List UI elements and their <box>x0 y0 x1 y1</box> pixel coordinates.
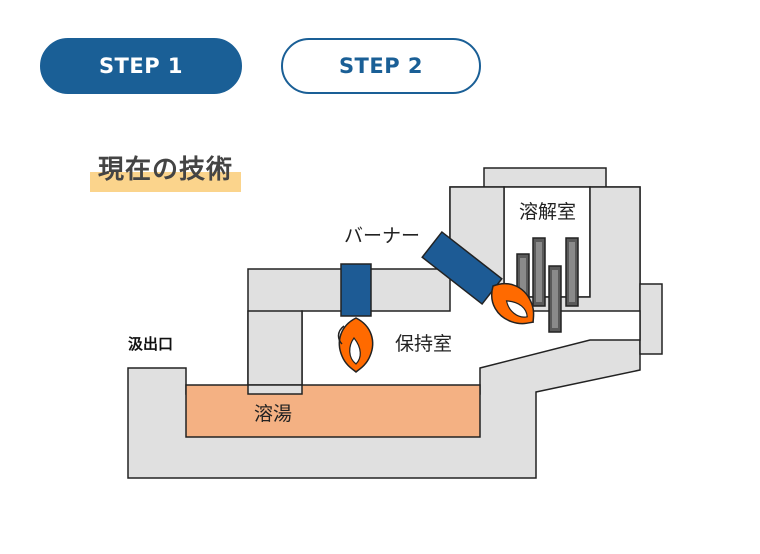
title-highlight <box>90 172 242 192</box>
partition-wall <box>247 310 303 395</box>
step-2-tab[interactable]: STEP 2 <box>281 38 481 94</box>
burner-icon <box>340 263 372 317</box>
ingot-icon <box>516 237 579 333</box>
molten-metal <box>185 384 481 438</box>
section-title: 現在の技術 <box>90 150 242 192</box>
holding-chamber-label: 保持室 <box>395 333 452 355</box>
step-1-label: STEP 1 <box>98 54 184 78</box>
molten-metal-label: 溶湯 <box>254 403 292 425</box>
step-1-tab[interactable]: STEP 1 <box>40 38 242 94</box>
section-title-text: 現在の技術 <box>98 155 234 185</box>
partition-foot <box>247 384 303 395</box>
outlet-label: 汲出口 <box>128 335 173 353</box>
burner-label: バーナー <box>344 225 420 247</box>
melting-chamber-cap <box>483 167 607 189</box>
melting-chamber-label: 溶解室 <box>519 201 576 223</box>
side-door <box>639 283 663 355</box>
angled-flame-icon <box>491 282 535 325</box>
step-2-label: STEP 2 <box>338 54 424 78</box>
flame-icon <box>337 317 374 374</box>
